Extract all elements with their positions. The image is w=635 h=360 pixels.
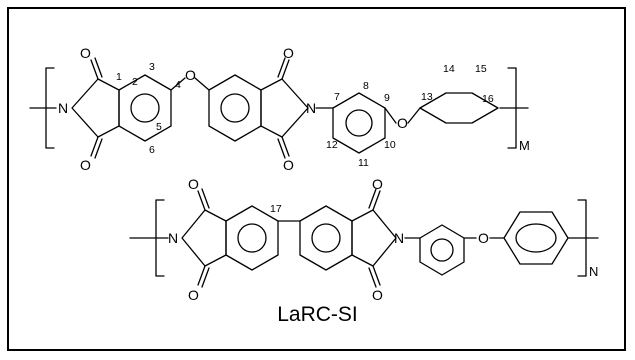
locant-14: 14 [443,63,455,75]
locant-12: 12 [326,139,338,151]
ether-bond-2a [384,107,397,124]
carbonyl-3a-dbl [201,188,210,209]
benzene-ring-d [419,92,499,124]
carbonyl-2a [281,59,290,80]
nitrogen-atom-3: N [168,230,178,246]
figure-border [7,7,626,351]
locant-10: 10 [384,139,396,151]
compound-name-caption: LaRC-SI [277,303,358,326]
locant-4: 4 [175,79,181,91]
repeat-label-n: N [589,264,598,279]
locant-5: 5 [156,121,162,133]
atom-labels: N O O O O O N O N O O O O N O [58,45,489,303]
nitrogen-atom-1: N [58,100,68,116]
benzene-ring-b [208,74,262,142]
bracket-right-m [507,67,517,149]
aromatic-circle-a [130,93,160,123]
ether-bond-2b [407,107,421,124]
carbonyl-2b-dbl [277,138,286,159]
locant-15: 15 [475,63,487,75]
oxygen-atom-carbonyl-1a: O [80,45,91,61]
oxygen-atom-ether-3: O [478,230,489,246]
carbonyl-1a-dbl [94,57,103,78]
benzene-ring-g [419,224,465,276]
oxygen-atom-carbonyl-2a: O [283,45,294,61]
aromatic-circle-b [220,93,250,123]
imide-ring-1 [71,78,120,138]
structure-m-unit [29,57,529,159]
benzene-ring-e [225,205,279,271]
carbonyl-1b [90,136,99,157]
aromatic-circle-e [237,223,267,253]
carbonyl-3a [197,190,206,211]
ether-bond-1a [170,77,186,91]
ether-bond-1b [194,77,210,91]
nitrogen-atom-4: N [394,230,404,246]
oxygen-atom-ether-1: O [185,67,196,83]
aromatic-circle-h [515,223,557,253]
nitrogen-atom-2: N [306,100,316,116]
imide-ring-3 [181,209,227,267]
carbonyl-1b-dbl [94,138,103,159]
oxygen-atom-carbonyl-3b: O [188,287,199,303]
locant-numbers: 1 2 3 4 5 6 7 8 9 10 11 12 13 14 15 16 1… [116,61,494,215]
imide-ring-4 [351,209,397,267]
oxygen-atom-carbonyl-3a: O [188,176,199,192]
oxygen-atom-carbonyl-4a: O [372,176,383,192]
repeat-label-m: M [519,138,530,153]
carbonyl-1a [90,59,99,80]
carbonyl-4b-dbl [368,267,377,288]
oxygen-atom-carbonyl-4b: O [372,287,383,303]
aromatic-circle-f [311,223,341,253]
aromatic-circle-c [345,109,373,137]
locant-8: 8 [363,80,369,92]
locant-16: 16 [482,93,494,105]
locant-13: 13 [421,91,433,103]
bracket-right-n [577,199,587,277]
locant-9: 9 [384,92,390,104]
carbonyl-3b-dbl [201,267,210,288]
carbonyl-2a-dbl [277,57,286,78]
locant-3: 3 [149,61,155,73]
benzene-ring-f [299,205,353,271]
aromatic-circle-g [430,238,454,262]
benzene-ring-c [332,92,386,154]
benzene-ring-h [503,211,569,265]
locant-2: 2 [132,76,138,88]
carbonyl-2b [281,136,290,157]
carbonyl-4b [372,265,381,286]
benzene-ring-a [118,74,172,142]
locant-7: 7 [334,91,340,103]
oxygen-atom-carbonyl-2b: O [283,157,294,173]
locant-6: 6 [149,144,155,156]
structure-n-unit [129,188,599,288]
locant-1: 1 [116,71,122,83]
imide-ring-2 [260,78,309,138]
oxygen-atom-carbonyl-1b: O [80,157,91,173]
carbonyl-4a-dbl [368,188,377,209]
locant-17: 17 [270,203,282,215]
locant-11: 11 [358,157,369,169]
carbonyl-3b [197,265,206,286]
carbonyl-4a [372,190,381,211]
oxygen-atom-ether-2: O [397,115,408,131]
